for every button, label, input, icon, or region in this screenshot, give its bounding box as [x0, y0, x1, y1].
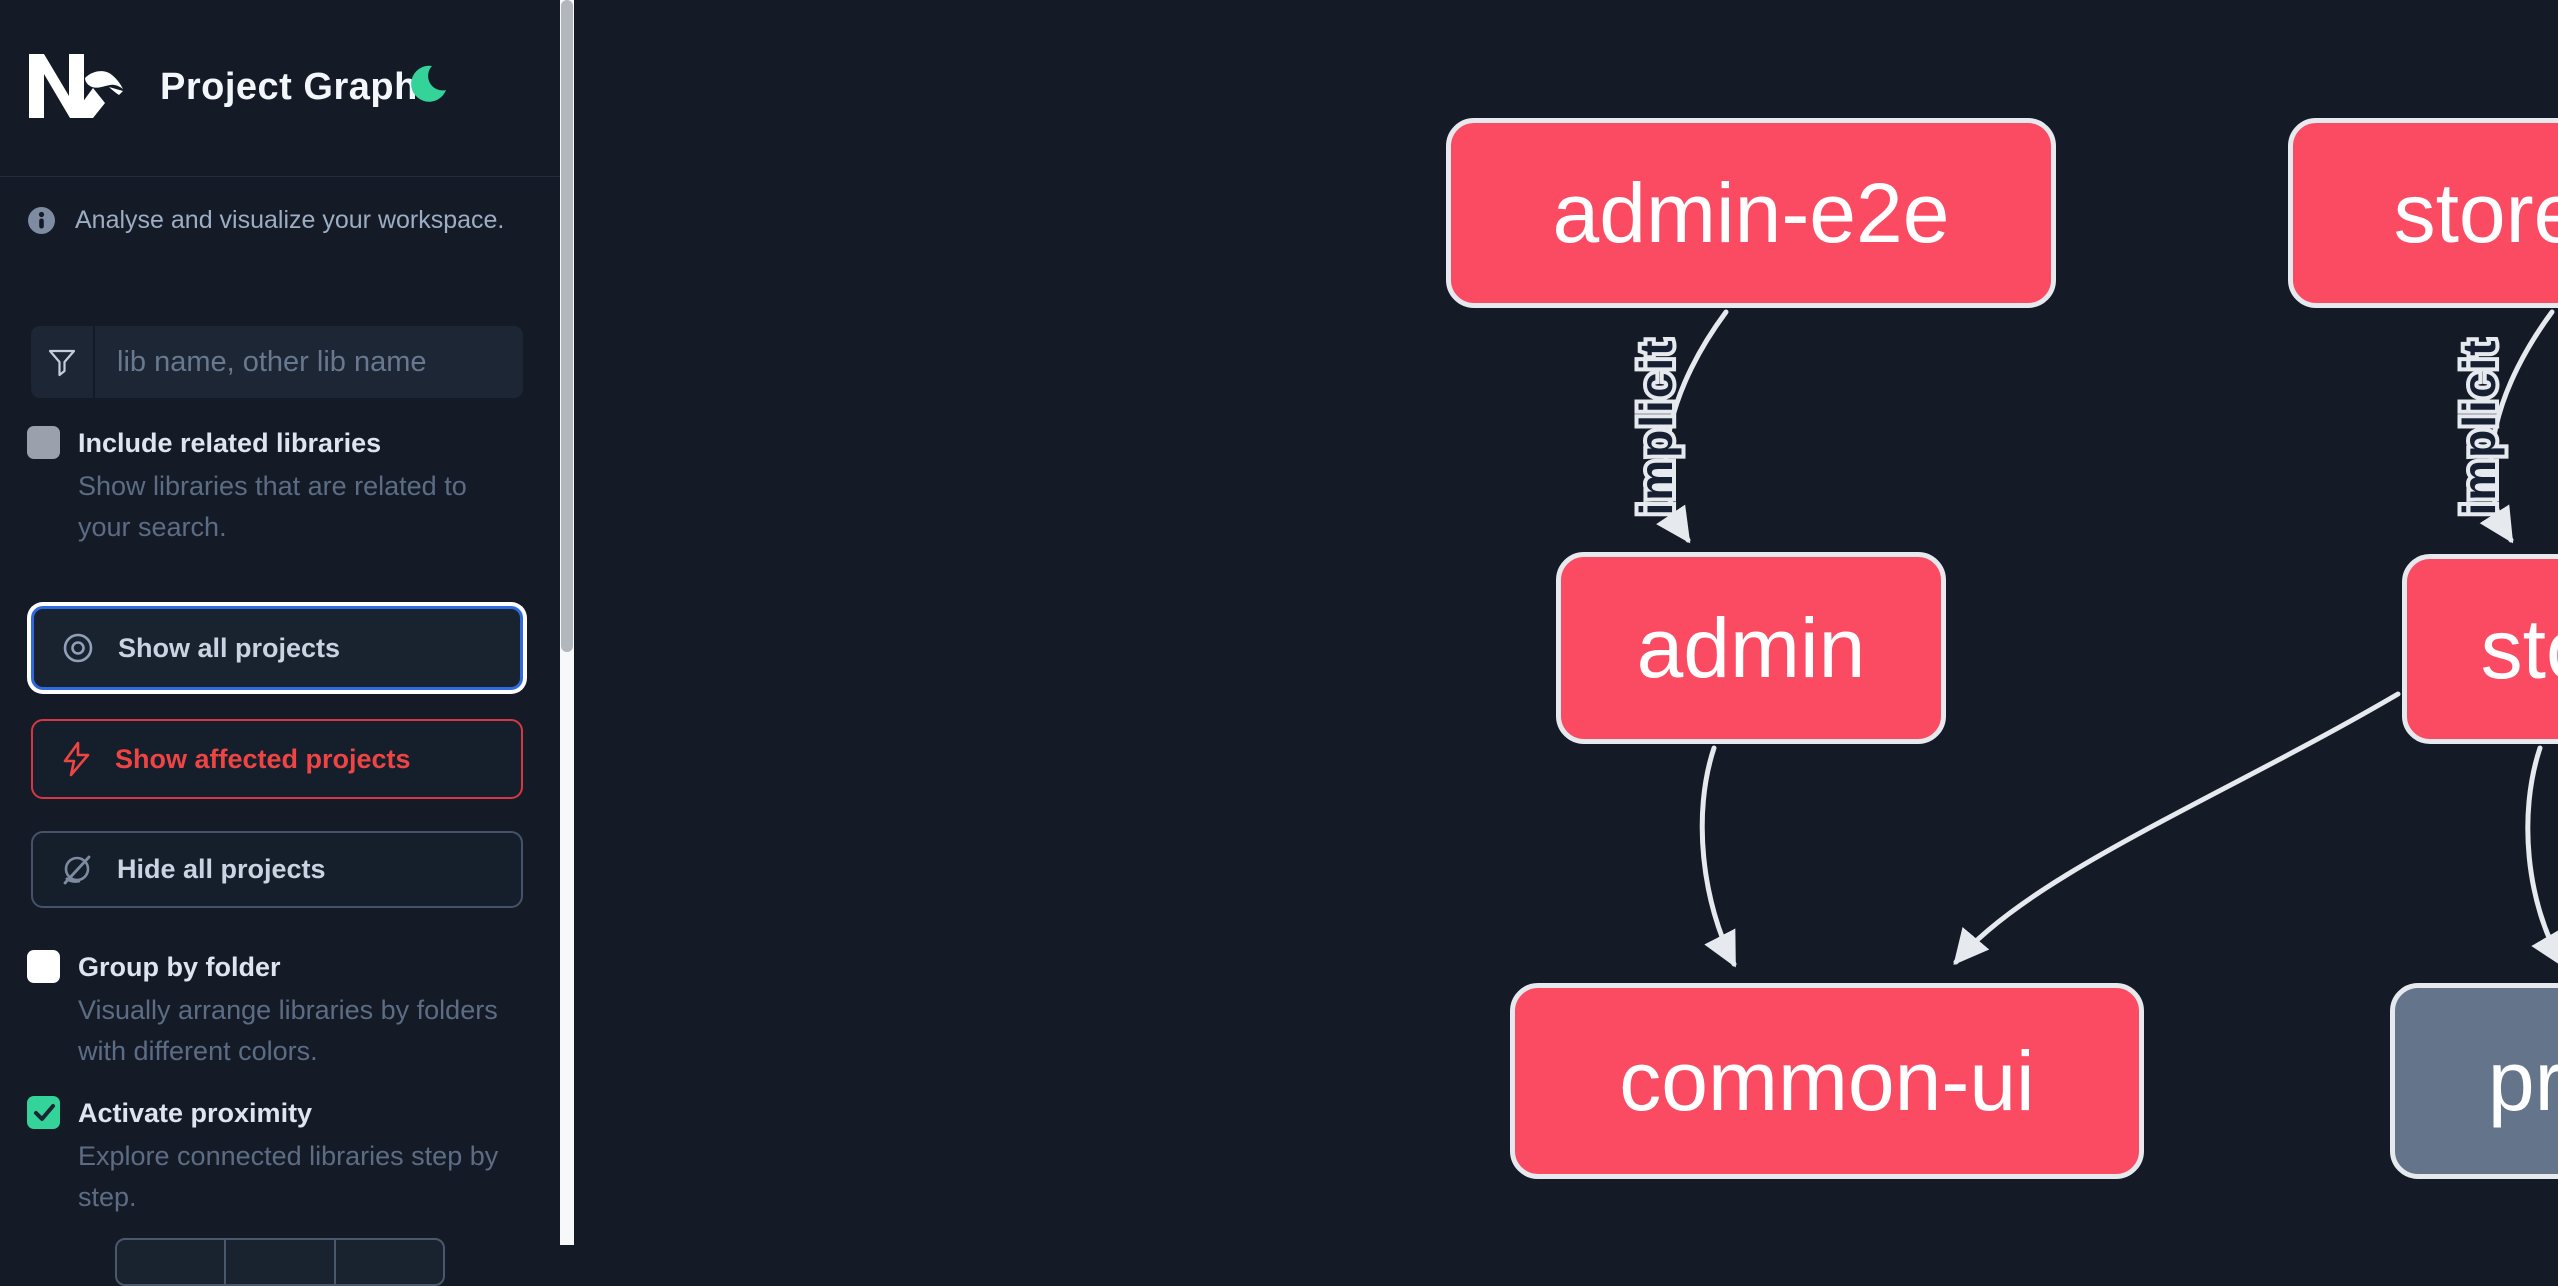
node-label: admin-e2e — [1552, 165, 1950, 260]
page-title: Project Graph — [160, 66, 418, 108]
toggle-group-by-folder[interactable]: Group by folder Visually arrange librari… — [27, 948, 532, 1072]
show-all-projects-button[interactable]: Show all projects — [31, 606, 523, 690]
search-box — [31, 326, 523, 398]
bolt-icon — [63, 741, 90, 777]
search-input[interactable] — [95, 326, 523, 398]
check-icon — [33, 1103, 55, 1121]
dark-mode-toggle[interactable] — [406, 62, 450, 106]
toggle-include-related[interactable]: Include related libraries Show libraries… — [27, 424, 532, 548]
hide-all-projects-button[interactable]: Hide all projects — [31, 831, 523, 908]
edge-store-to-common-ui — [1953, 691, 2401, 966]
edge-label-implicit: implicit — [2453, 338, 2505, 515]
toggle-label: Activate proximity — [78, 1098, 313, 1128]
edge-store-e2e-to-store — [2479, 309, 2555, 544]
nx-logo — [29, 54, 123, 118]
toggle-description: Visually arrange libraries by folders wi… — [78, 995, 498, 1066]
info-icon — [28, 207, 55, 234]
show-affected-projects-button[interactable]: Show affected projects — [31, 719, 523, 799]
segment-button[interactable] — [117, 1240, 227, 1284]
graph-node-products[interactable]: products — [2390, 983, 2558, 1179]
moon-icon — [411, 65, 446, 102]
workspace-tagline: Analyse and visualize your workspace. — [75, 206, 505, 234]
graph-node-common-ui[interactable]: common-ui — [1510, 983, 2144, 1179]
filter-icon — [48, 349, 76, 377]
toggle-label: Include related libraries — [78, 428, 382, 458]
segment-button[interactable] — [226, 1240, 336, 1284]
sidebar: Project Graph Analyse and visualize your… — [0, 0, 561, 1286]
node-label: store-e2e — [2393, 165, 2558, 260]
sidebar-scrollbar-track[interactable] — [560, 0, 574, 1245]
node-label: store — [2480, 601, 2558, 696]
toggle-description: Explore connected libraries step by step… — [78, 1141, 499, 1212]
eye-icon — [63, 633, 93, 663]
button-label: Show all projects — [118, 632, 341, 663]
edge-admin-e2e-to-admin — [1656, 309, 1729, 544]
graph-node-store-e2e[interactable]: store-e2e — [2288, 118, 2558, 308]
sidebar-header: Project Graph — [0, 0, 561, 177]
filter-icon-cell — [31, 326, 95, 398]
toggle-description: Show libraries that are related to your … — [78, 471, 467, 542]
button-label: Hide all projects — [117, 854, 326, 884]
graph-node-admin[interactable]: admin — [1556, 552, 1946, 744]
checkbox-activate-proximity[interactable] — [27, 1096, 60, 1129]
segment-button[interactable] — [336, 1240, 443, 1284]
graph-node-admin-e2e[interactable]: admin-e2e — [1446, 118, 2056, 308]
toggle-label: Group by folder — [78, 952, 281, 982]
project-graph-canvas[interactable]: implicit implicit admin-e2e store-e2e ad… — [574, 0, 2558, 1245]
sidebar-scrollbar-thumb[interactable] — [561, 0, 573, 652]
graph-edges: implicit implicit — [1626, 309, 2558, 968]
edge-label-implicit: implicit — [1630, 338, 1682, 515]
button-label: Show affected projects — [115, 743, 411, 774]
eye-off-icon — [63, 855, 91, 884]
workspace-tagline-row: Analyse and visualize your workspace. — [28, 206, 528, 235]
edge-store-to-products — [2525, 745, 2558, 968]
node-label: products — [2487, 1033, 2558, 1128]
checkbox-include-related[interactable] — [27, 426, 60, 459]
checkbox-group-by-folder[interactable] — [27, 950, 60, 983]
proximity-depth-control — [115, 1238, 445, 1286]
node-label: common-ui — [1619, 1033, 2035, 1128]
edge-admin-to-common-ui — [1699, 745, 1737, 968]
toggle-activate-proximity[interactable]: Activate proximity Explore connected lib… — [27, 1094, 532, 1218]
graph-node-store[interactable]: store — [2402, 554, 2558, 744]
node-label: admin — [1636, 600, 1866, 695]
